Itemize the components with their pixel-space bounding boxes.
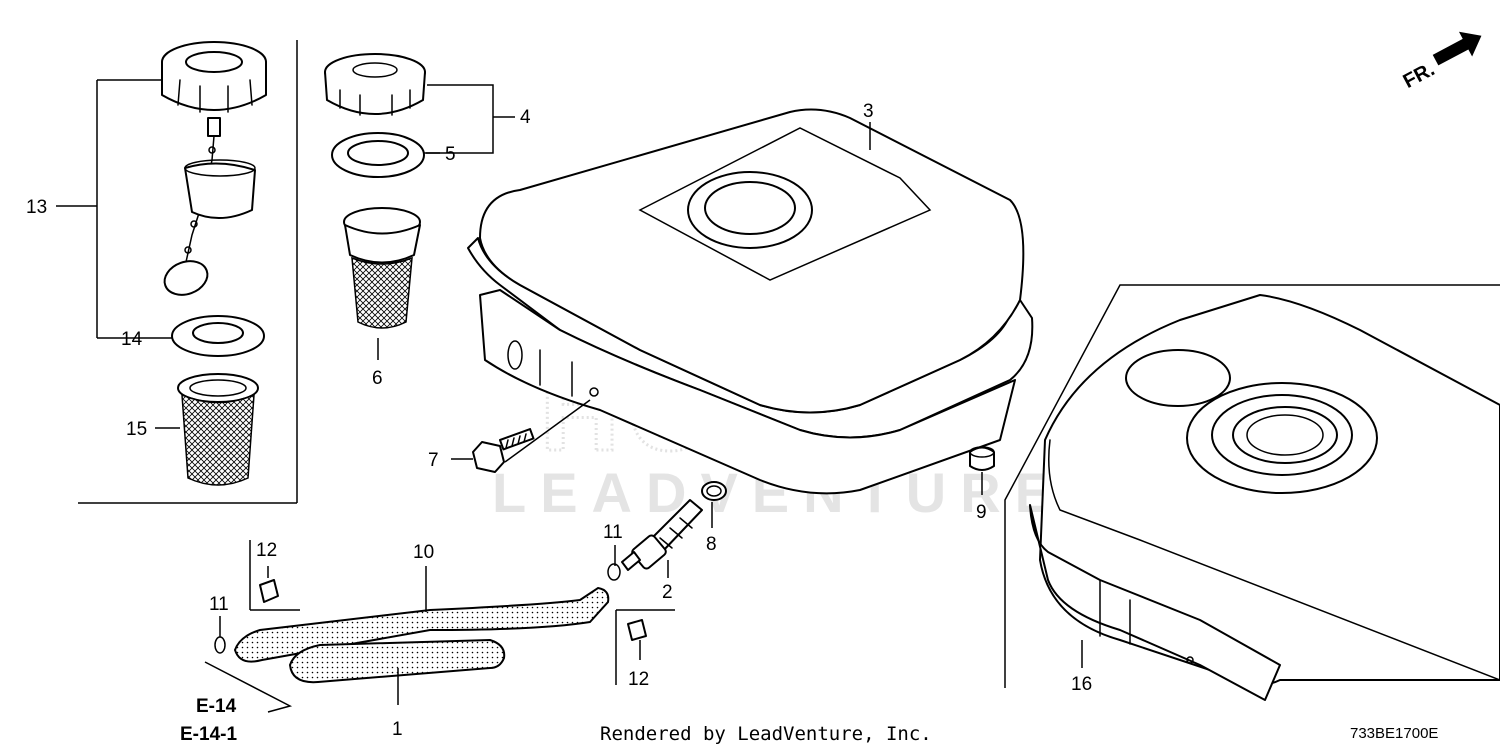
front-arrow-icon — [1432, 31, 1482, 66]
footer: Rendered by LeadVenture, Inc. 733BE1700E — [600, 723, 1438, 745]
callout-12-left: 12 — [256, 540, 277, 561]
leader-lines — [56, 79, 1083, 713]
callout-16: 16 — [1071, 674, 1092, 695]
part-6-fuel-strainer[interactable] — [343, 207, 421, 329]
part-14-cap-gasket[interactable] — [171, 315, 265, 357]
callout-8: 8 — [706, 534, 717, 555]
part-7-flange-bolt[interactable] — [472, 428, 535, 473]
callout-11-lower: 11 — [209, 594, 229, 615]
callout-11-upper: 11 — [603, 522, 623, 543]
callout-6: 6 — [372, 368, 383, 389]
callout-3: 3 — [863, 101, 874, 122]
part-16-fuel-tank-detail-view[interactable] — [1004, 284, 1500, 701]
diagram-code: 733BE1700E — [1350, 725, 1438, 742]
callout-labels: 1 2 3 4 5 6 7 8 9 10 11 11 12 12 13 14 1… — [26, 101, 1092, 740]
callout-15: 15 — [126, 419, 147, 440]
footer-credit: Rendered by LeadVenture, Inc. — [600, 723, 932, 745]
part-2-fuel-cock[interactable] — [621, 499, 703, 571]
part-11-clip-lower[interactable] — [214, 636, 226, 654]
front-direction-label: FR. — [1400, 58, 1439, 93]
callout-12-right: 12 — [628, 669, 649, 690]
callout-4: 4 — [520, 107, 531, 128]
part-11-clip-upper[interactable] — [607, 563, 621, 581]
callout-2: 2 — [662, 582, 673, 603]
part-3-fuel-tank[interactable] — [467, 108, 1034, 495]
part-1-fuel-tube[interactable] — [288, 638, 506, 684]
part-4-fuel-cap[interactable] — [324, 53, 426, 116]
part-5-cap-gasket[interactable] — [331, 132, 425, 178]
callout-14: 14 — [121, 329, 143, 350]
section-references: E-14 E-14-1 — [180, 696, 237, 745]
part-10-fuel-tube[interactable] — [233, 586, 610, 663]
reference-e14: E-14 — [196, 696, 237, 717]
part-12-tube-clip-right[interactable] — [615, 609, 675, 685]
part-12-tube-clip-left[interactable] — [249, 540, 300, 611]
callout-7: 7 — [428, 450, 439, 471]
callout-1: 1 — [392, 719, 403, 740]
front-direction-marker: FR. — [1400, 31, 1482, 93]
callout-5: 5 — [445, 144, 456, 165]
part-8-washer[interactable] — [701, 481, 727, 501]
inset-frame-left — [78, 40, 298, 504]
callout-13: 13 — [26, 197, 47, 218]
part-9-grommet[interactable] — [969, 446, 995, 471]
callout-10: 10 — [413, 542, 434, 563]
part-15-fuel-strainer[interactable] — [177, 373, 259, 486]
part-13-fuel-cap-with-chain[interactable] — [160, 41, 267, 301]
callout-9: 9 — [976, 502, 987, 523]
reference-e14-1: E-14-1 — [180, 724, 237, 745]
